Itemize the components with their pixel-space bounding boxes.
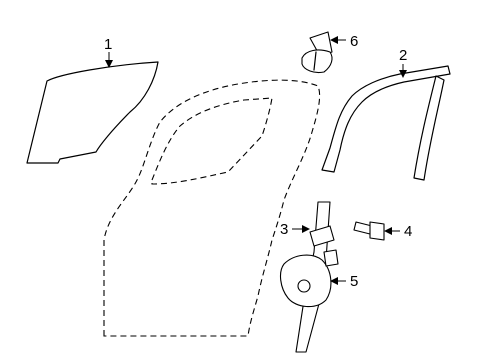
callout-2-label: 2 <box>399 47 407 64</box>
glass-clip <box>301 31 333 74</box>
callout-5-label: 5 <box>350 273 358 290</box>
callout-3-leader <box>292 225 310 233</box>
door-glass <box>26 61 159 164</box>
regulator-motor <box>279 249 339 308</box>
callout-6-leader <box>330 36 346 44</box>
callout-5-leader <box>330 277 346 285</box>
callout-3-label: 3 <box>280 221 288 238</box>
callout-4-leader <box>384 227 400 235</box>
callout-2-leader <box>399 64 407 78</box>
glass-run-channel <box>321 65 451 181</box>
callout-1-label: 1 <box>104 36 112 53</box>
door-outline <box>103 79 321 337</box>
mounting-bolt <box>353 221 385 241</box>
callout-6-label: 6 <box>350 33 358 50</box>
callout-1-leader <box>105 52 113 68</box>
callout-4-label: 4 <box>404 223 412 240</box>
